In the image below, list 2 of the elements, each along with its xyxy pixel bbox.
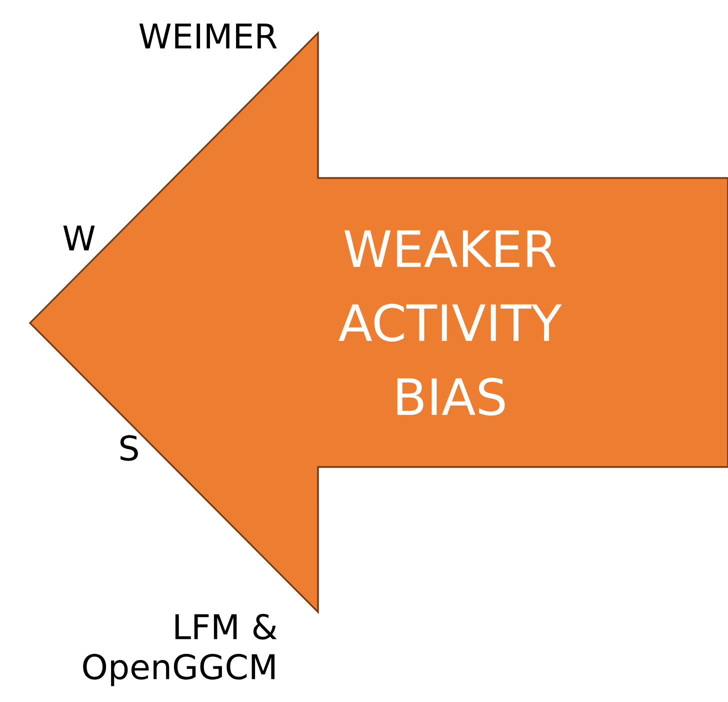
- side-label: S: [120, 435, 138, 461]
- side-label: W: [63, 226, 95, 250]
